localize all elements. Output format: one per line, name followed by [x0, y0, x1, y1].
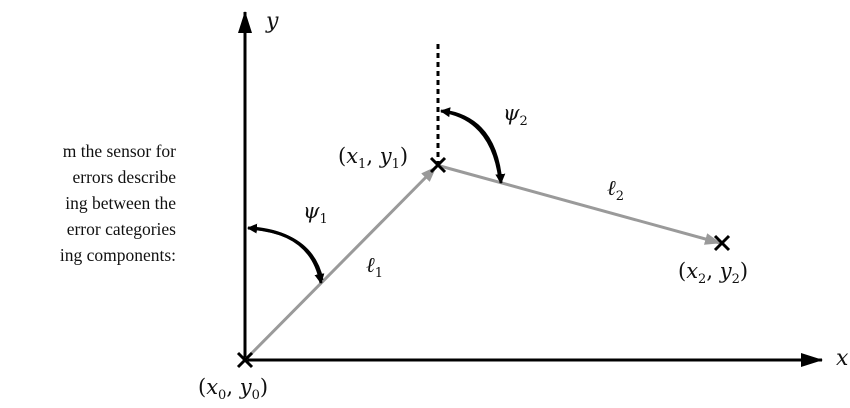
angle-arc-psi1 [247, 223, 325, 284]
segment-l1 [244, 165, 438, 361]
text-line: ing between the [65, 193, 176, 213]
segment-l2 [439, 164, 721, 245]
text-line: errors describe [72, 167, 177, 187]
text-line: error categories [66, 219, 176, 239]
point-marker-p1 [429, 156, 447, 174]
segment-label-l1: ℓ1 [366, 253, 383, 281]
point-label-p1: (x1, y1) [338, 144, 408, 172]
angle-arc-psi2 [440, 107, 506, 184]
point-label-p0: (x0, y0) [198, 375, 268, 403]
body-text-fragment: m the sensor for errors describe ing bet… [0, 138, 176, 268]
text-line: ing components: [59, 245, 176, 265]
segment-label-l2: ℓ2 [607, 176, 624, 204]
y-axis-label: y [265, 9, 279, 34]
angle-label-psi2: ψ2 [503, 101, 528, 129]
point-marker-p0 [236, 351, 254, 369]
x-axis-label: x [836, 346, 849, 371]
text-line: m the sensor for [62, 141, 176, 161]
angle-label-psi1: ψ1 [303, 199, 328, 227]
point-label-p2: (x2, y2) [678, 259, 748, 287]
point-marker-p2 [713, 234, 731, 252]
